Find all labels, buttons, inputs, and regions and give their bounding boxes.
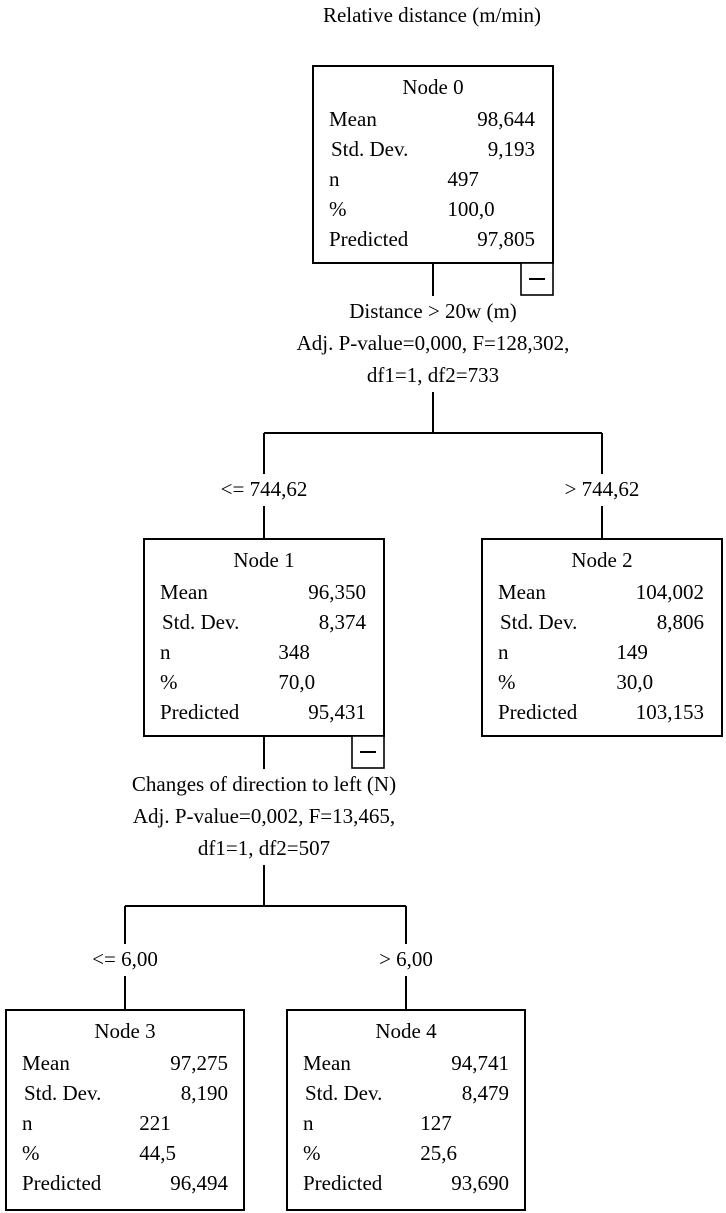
- stat-value-n: 127: [420, 1111, 452, 1135]
- stat-label-mean: Mean: [160, 580, 208, 604]
- stat-label-std-dev: Std. Dev.: [24, 1081, 101, 1105]
- stat-value-n: 348: [278, 640, 310, 664]
- stat-label-percent: %: [329, 197, 347, 221]
- node-box: [143, 538, 385, 737]
- stat-label-percent: %: [160, 670, 178, 694]
- edges-layer: <= 744,62 > 744,62 <= 6,00 > 6,00: [92, 263, 639, 1010]
- stat-value-percent: 100,0: [447, 197, 494, 221]
- stat-value-n: 497: [447, 167, 479, 191]
- edge-label: <= 6,00: [92, 947, 158, 971]
- node-box: [5, 1009, 245, 1211]
- stat-value-mean: 104,002: [636, 580, 704, 604]
- stat-label-mean: Mean: [329, 107, 377, 131]
- split-condition-line: df1=1, df2=733: [367, 363, 499, 387]
- stat-value-n: 149: [616, 640, 648, 664]
- node-title: Node 0: [402, 75, 463, 99]
- stat-value-std-dev: 8,190: [181, 1081, 228, 1105]
- split-condition-line: Adj. P-value=0,002, F=13,465,: [133, 804, 395, 828]
- stat-value-predicted: 93,690: [451, 1171, 509, 1195]
- node-title: Node 1: [233, 548, 294, 572]
- stat-label-percent: %: [303, 1141, 321, 1165]
- stat-value-std-dev: 8,479: [462, 1081, 509, 1105]
- stat-label-n: n: [498, 640, 509, 664]
- node-box: [481, 538, 723, 737]
- stat-label-n: n: [303, 1111, 314, 1135]
- stat-value-percent: 25,6: [420, 1141, 457, 1165]
- stat-label-mean: Mean: [498, 580, 546, 604]
- diagram-title: Relative distance (m/min): [323, 3, 541, 27]
- stat-label-mean: Mean: [303, 1051, 351, 1075]
- edge-label: > 744,62: [565, 477, 640, 501]
- node-box: [286, 1009, 526, 1211]
- stat-label-predicted: Predicted: [329, 227, 409, 251]
- collapse-toggle[interactable]: [351, 735, 385, 769]
- stat-value-predicted: 96,494: [170, 1171, 228, 1195]
- stat-value-n: 221: [139, 1111, 171, 1135]
- stat-label-std-dev: Std. Dev.: [305, 1081, 382, 1105]
- stat-label-n: n: [329, 167, 340, 191]
- stat-label-mean: Mean: [22, 1051, 70, 1075]
- stat-value-mean: 96,350: [308, 580, 366, 604]
- stat-value-percent: 44,5: [139, 1141, 176, 1165]
- splits-layer: Distance > 20w (m) Adj. P-value=0,000, F=…: [132, 299, 569, 860]
- stat-label-percent: %: [22, 1141, 40, 1165]
- stat-value-percent: 70,0: [278, 670, 315, 694]
- stat-value-mean: 98,644: [477, 107, 535, 131]
- stat-value-std-dev: 8,374: [319, 610, 367, 634]
- edge-label: > 6,00: [379, 947, 433, 971]
- stat-label-n: n: [22, 1111, 33, 1135]
- stat-label-predicted: Predicted: [498, 700, 578, 724]
- collapse-toggle[interactable]: [520, 262, 554, 296]
- edge-label: <= 744,62: [221, 477, 308, 501]
- stat-label-predicted: Predicted: [303, 1171, 383, 1195]
- stat-label-n: n: [160, 640, 171, 664]
- stat-value-mean: 97,275: [170, 1051, 228, 1075]
- node-title: Node 3: [94, 1019, 155, 1043]
- split-condition-line: df1=1, df2=507: [198, 836, 330, 860]
- stat-value-std-dev: 9,193: [488, 137, 535, 161]
- stat-value-percent: 30,0: [616, 670, 653, 694]
- stat-label-std-dev: Std. Dev.: [331, 137, 408, 161]
- stat-value-std-dev: 8,806: [657, 610, 704, 634]
- node-title: Node 2: [571, 548, 632, 572]
- stat-value-predicted: 97,805: [477, 227, 535, 251]
- split-condition-line: Distance > 20w (m): [349, 299, 517, 323]
- stat-value-mean: 94,741: [451, 1051, 509, 1075]
- stat-label-std-dev: Std. Dev.: [500, 610, 577, 634]
- stat-label-predicted: Predicted: [22, 1171, 102, 1195]
- stat-label-std-dev: Std. Dev.: [162, 610, 239, 634]
- stat-label-predicted: Predicted: [160, 700, 240, 724]
- node-box: [312, 65, 554, 264]
- split-condition-line: Adj. P-value=0,000, F=128,302,: [297, 331, 570, 355]
- stat-value-predicted: 103,153: [636, 700, 704, 724]
- node-title: Node 4: [375, 1019, 437, 1043]
- split-condition-line: Changes of direction to left (N): [132, 772, 396, 796]
- stat-label-percent: %: [498, 670, 516, 694]
- stat-value-predicted: 95,431: [308, 700, 366, 724]
